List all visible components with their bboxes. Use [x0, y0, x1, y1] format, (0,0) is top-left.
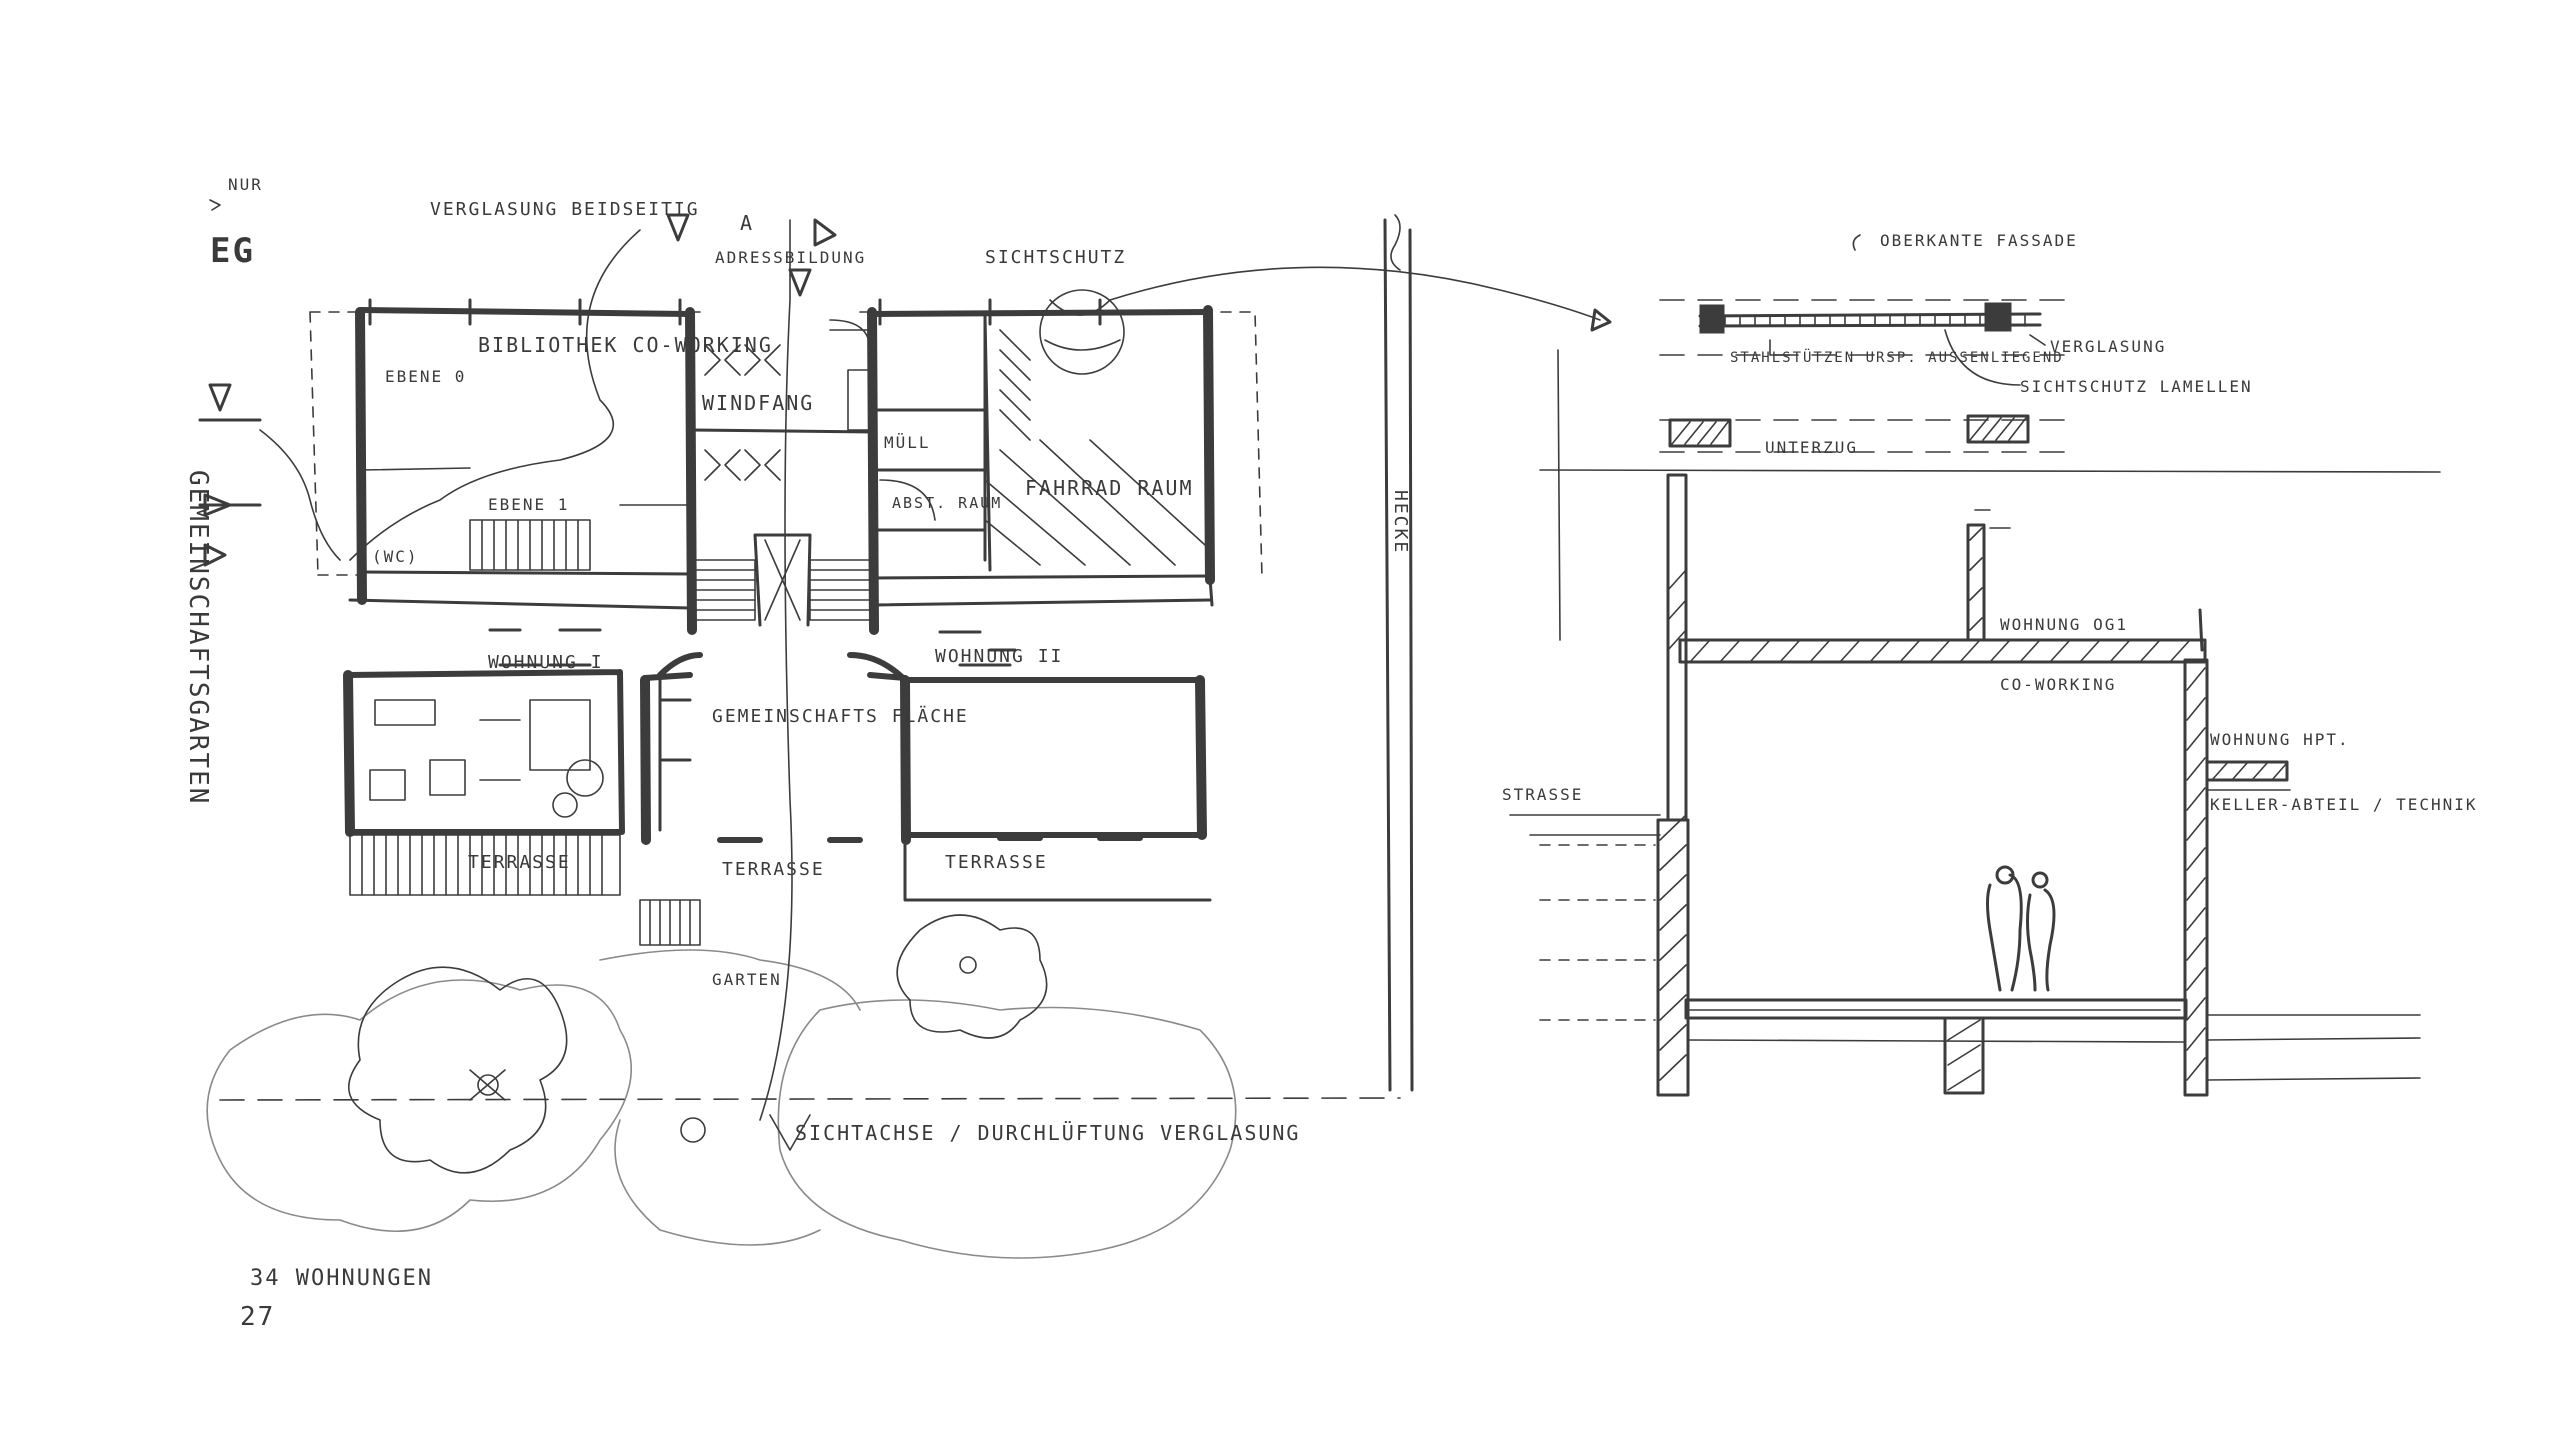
terrasse-left-label: TERRASSE	[468, 852, 571, 873]
plan-labels: NUR EG VERGLASUNG BEIDSEITIG A ADRESSBIL…	[183, 175, 1411, 1332]
keller-label: KELLER-ABTEIL / TECHNIK	[2210, 795, 2478, 814]
north-label: NUR	[228, 175, 263, 194]
sichtachse-label: SICHTACHSE / DURCHLÜFTUNG VERGLASUNG	[795, 1121, 1300, 1145]
sichtschutz-lamellen-label: SICHTSCHUTZ LAMELLEN	[2020, 377, 2253, 396]
verglasung-detail-label: VERGLASUNG	[2050, 337, 2166, 356]
facade-detail	[1659, 234, 2071, 453]
section-labels: WOHNUNG OG1 CO-WORKING WOHNUNG HPT. STRA…	[1502, 615, 2478, 814]
ebene0-label: EBENE 0	[385, 367, 466, 386]
wohnung-og-label: WOHNUNG OG1	[2000, 615, 2128, 634]
windfang-label: WINDFANG	[702, 391, 814, 415]
co-working-label: CO-WORKING	[2000, 675, 2116, 694]
fahrrad-hatch	[984, 439, 1206, 566]
sichtschutz-label: SICHTSCHUTZ	[985, 247, 1126, 268]
ebene1-label: EBENE 1	[488, 495, 569, 514]
fahrrad-raum-label: FAHRRAD RAUM	[1025, 476, 1194, 500]
adressbildung-label: ADRESSBILDUNG	[715, 248, 866, 267]
page-number: 27	[240, 1302, 275, 1332]
stair-core	[694, 533, 871, 627]
wc-label: (WC)	[372, 547, 419, 566]
verglasung-label: VERGLASUNG BEIDSEITIG	[430, 199, 700, 220]
building-section	[1509, 473, 2421, 1097]
hecke-label: HECKE	[1390, 490, 1411, 554]
gemeinschaft-label: GEMEINSCHAFTS FLÄCHE	[712, 706, 969, 727]
furniture-wohnung-i	[369, 699, 604, 818]
section-marker: A	[740, 211, 754, 235]
terrasse-right-label: TERRASSE	[945, 852, 1048, 873]
abst-raum-label: ABST. RAUM	[892, 494, 1002, 512]
stair-ebene-1	[469, 519, 591, 571]
facade-detail-labels: OBERKANTE FASSADE STAHLSTÜTZEN URSP. AUS…	[1730, 231, 2253, 457]
level-label: EG	[210, 231, 255, 271]
terrasse-mid-label: TERRASSE	[722, 859, 825, 880]
lower-block-walls	[343, 576, 1214, 845]
garden-trees	[206, 914, 1237, 1259]
bibliothek-label: BIBLIOTHEK CO-WORKING	[478, 333, 773, 357]
strasse-label: STRASSE	[1502, 785, 1583, 804]
stahlstuetzen-label: STAHLSTÜTZEN URSP. AUSSENLIEGEND	[1730, 348, 2064, 366]
unterzug-label: UNTERZUG	[1765, 438, 1858, 457]
wohnung-hpt-label: WOHNUNG HPT.	[2210, 730, 2350, 749]
wohnung-ii-label: WOHNUNG II	[935, 646, 1063, 667]
windfang-glazing	[690, 319, 876, 481]
human-figures	[1986, 865, 2056, 992]
terrace-left	[349, 834, 621, 896]
wohnungen-count: 34 WOHNUNGEN	[250, 1266, 433, 1291]
oberkante-label: OBERKANTE FASSADE	[1880, 231, 2078, 250]
floor-plan	[198, 199, 1612, 1259]
muell-label: MÜLL	[884, 433, 931, 452]
wohnung-i-label: WOHNUNG I	[488, 652, 604, 673]
gemeinschaftsgarten-label: GEMEINSCHAFTSGARTEN	[183, 470, 213, 805]
garten-label: GARTEN	[712, 970, 782, 989]
